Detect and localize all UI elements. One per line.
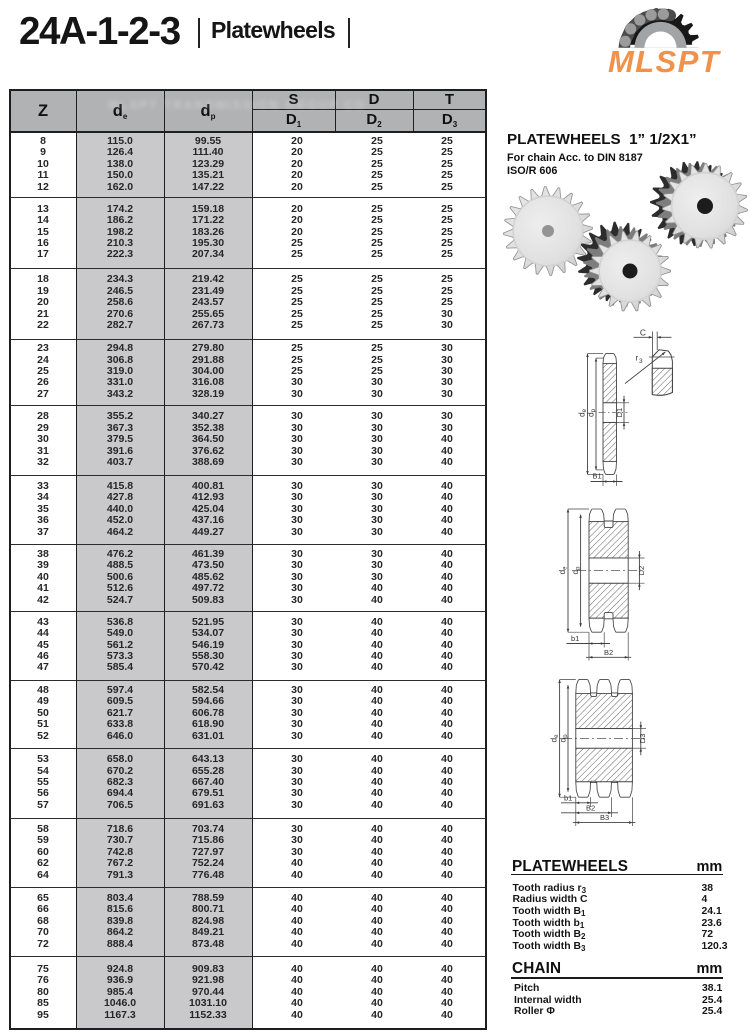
svg-text:dp: dp <box>570 566 582 575</box>
svg-text:B3: B3 <box>600 813 609 822</box>
svg-text:b1: b1 <box>564 793 572 802</box>
svg-text:D3: D3 <box>638 734 647 744</box>
svg-text:de: de <box>549 734 561 743</box>
svg-text:de: de <box>577 408 589 417</box>
svg-text:B2: B2 <box>586 803 595 812</box>
svg-text:dp: dp <box>586 408 598 417</box>
svg-text:b1: b1 <box>571 634 579 643</box>
svg-text:B1: B1 <box>593 472 602 481</box>
svg-text:dp: dp <box>557 734 569 743</box>
svg-text:de: de <box>557 566 569 575</box>
svg-text:D2: D2 <box>637 566 646 576</box>
svg-text:D1: D1 <box>615 408 624 418</box>
svg-text:r: r <box>636 354 639 363</box>
svg-text:B2: B2 <box>604 648 613 657</box>
svg-text:C: C <box>640 328 646 338</box>
svg-text:3: 3 <box>639 358 643 365</box>
